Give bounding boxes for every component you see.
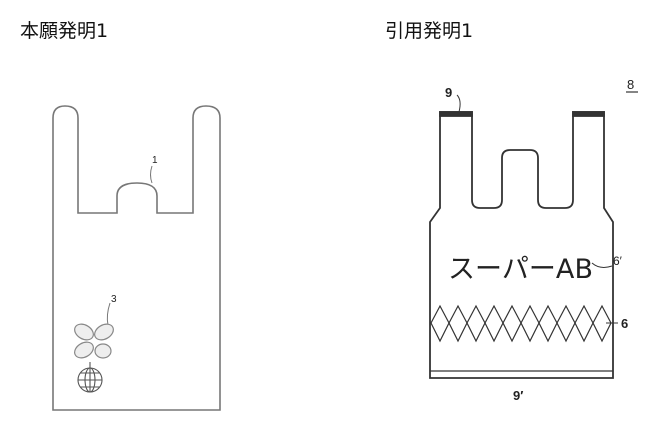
left-bag-drawing xyxy=(52,105,221,411)
label-figure-8: 8 xyxy=(627,77,634,92)
zigzag-pattern-top xyxy=(430,304,612,325)
right-bag-outline xyxy=(429,111,614,379)
leader-line-3 xyxy=(106,302,111,326)
leader-line-1 xyxy=(150,165,153,184)
left-figure-title: 本願発明1 xyxy=(20,20,109,42)
label-6prime: 6′ xyxy=(613,254,623,268)
leader-line-9 xyxy=(456,94,461,113)
label-1: 1 xyxy=(152,155,158,166)
label-9: 9 xyxy=(445,85,452,100)
printed-store-name: スーパーAB xyxy=(448,254,593,285)
leader-line-6prime xyxy=(591,262,613,268)
left-bag-outline xyxy=(52,105,221,411)
top-band-right xyxy=(572,111,605,117)
label-6: 6 xyxy=(621,316,628,331)
label-9prime: 9′ xyxy=(513,388,523,403)
top-band-left xyxy=(439,111,473,117)
zigzag-pattern-bottom xyxy=(430,321,612,343)
right-bag-drawing xyxy=(429,91,638,379)
label-3: 3 xyxy=(111,294,117,305)
right-figure-title: 引用発明1 xyxy=(385,20,474,42)
globe-icon xyxy=(77,362,103,393)
clover-logo-icon xyxy=(74,323,114,359)
